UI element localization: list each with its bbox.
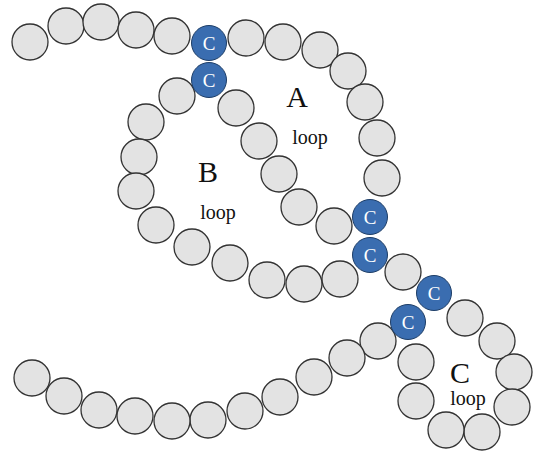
- crosslink-letter: C: [402, 313, 415, 332]
- crosslink-letter: C: [428, 284, 441, 303]
- crosslink-letter: C: [364, 246, 377, 265]
- crosslink-bead: C: [390, 304, 426, 340]
- loop-label: loop: [292, 127, 328, 147]
- loop-label: loop: [200, 202, 236, 222]
- crosslink-bead: C: [352, 237, 388, 273]
- crosslink-bead: C: [416, 275, 452, 311]
- loop-label: B: [198, 157, 218, 187]
- crosslink-bead: C: [352, 199, 388, 235]
- loop-label: A: [286, 82, 308, 112]
- crosslink-letter: C: [203, 71, 216, 90]
- crosslink-bead: C: [191, 62, 227, 98]
- crosslink-letter: C: [364, 208, 377, 227]
- crosslink-letter: C: [203, 34, 216, 53]
- loop-label: C: [450, 358, 470, 388]
- loop-label: loop: [450, 388, 486, 408]
- crosslink-bead: C: [191, 25, 227, 61]
